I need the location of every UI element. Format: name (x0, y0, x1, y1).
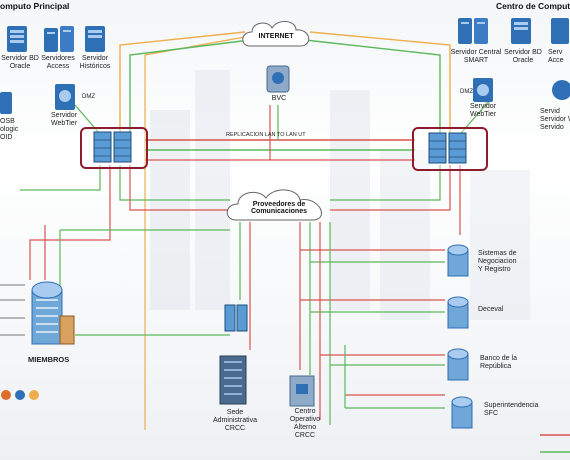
centro-alterno-building[interactable] (286, 370, 320, 415)
replication-label: REPLICACION LAN TO LAN UT (226, 132, 306, 138)
cloud-icon (242, 21, 310, 47)
entity-label: Deceval (478, 306, 504, 313)
bg-building (380, 150, 430, 320)
green-link (119, 165, 230, 201)
server-icon (7, 26, 27, 52)
red-link (330, 165, 451, 211)
orange-link (144, 36, 246, 56)
firewall-left[interactable] (93, 130, 133, 169)
sede-label: Sede Administrativa CRCC (213, 409, 257, 432)
providers-label: Proveedores de Comunicaciones (250, 201, 307, 215)
server-bd-oracle-right[interactable] (508, 16, 534, 51)
entity-sistemas-negociacion[interactable] (444, 240, 474, 283)
server-icon (458, 18, 488, 44)
green-link (129, 39, 251, 150)
server-label: Serv Acce (548, 49, 564, 64)
server-webtier-right-cut[interactable] (550, 76, 570, 109)
firewall-sede[interactable] (224, 303, 248, 338)
entity-deceval[interactable] (444, 292, 474, 335)
building-icon (289, 375, 315, 407)
firewall-icon (93, 131, 132, 163)
server-bd-oracle-left[interactable] (4, 24, 30, 59)
bvc-server[interactable] (264, 64, 294, 99)
red-link (129, 165, 230, 211)
red-link (29, 165, 111, 280)
browser-icons (0, 388, 46, 407)
entity-label: Sistemas de Negociacion Y Registro (478, 250, 517, 273)
server-central-smart[interactable] (456, 16, 492, 51)
providers-cloud (222, 184, 334, 231)
server-icon (266, 65, 290, 93)
server-icon (552, 80, 570, 100)
server-icon (44, 26, 74, 52)
building-icon (447, 244, 469, 277)
server-access-right[interactable] (548, 16, 570, 51)
firewall-icon (224, 304, 248, 332)
browser-icon (1, 390, 39, 400)
webtier-label: Servidor WebTier (469, 103, 497, 118)
centro-alterno-label: Centro Operativo Alterno CRCC (289, 408, 321, 439)
entity-banco-republica[interactable] (444, 344, 474, 387)
osb-label: OSB ologic OID (0, 118, 19, 141)
building-icon (447, 348, 469, 381)
orange-link (309, 31, 451, 150)
server-label: Servidores Access (41, 55, 75, 70)
webtier-label: Servidor WebTier (50, 112, 78, 127)
server-label-right-cut: Servid Servidor W Servido (540, 108, 570, 131)
webtier-left[interactable] (52, 82, 78, 117)
members-label: MIEMBROS (28, 355, 70, 364)
dmz-label: DMZ (82, 94, 95, 100)
server-historicos-left[interactable] (82, 24, 108, 59)
osb-server[interactable] (0, 90, 14, 121)
internet-cloud (238, 14, 318, 59)
entity-superintendencia[interactable] (448, 392, 478, 435)
sede-building[interactable] (216, 350, 252, 411)
firewall-icon (428, 132, 467, 164)
dmz-label: DMZ (460, 89, 473, 95)
server-icon (511, 18, 531, 44)
internet-label: INTERNET (258, 33, 294, 40)
bvc-label: BVC (271, 95, 287, 102)
bg-building (195, 70, 230, 310)
server-label: Servidor Históricos (79, 55, 111, 70)
webtier-right[interactable] (470, 76, 496, 109)
green-link (20, 165, 101, 191)
firewall-right[interactable] (428, 131, 468, 170)
server-label: Servidor BD Oracle (504, 49, 542, 64)
servers-access-left[interactable] (42, 24, 76, 59)
server-icon (551, 18, 569, 44)
server-icon (0, 92, 12, 114)
server-icon (55, 84, 75, 110)
orange-link (119, 31, 246, 150)
server-icon (473, 78, 493, 102)
server-icon (85, 26, 105, 52)
building-icon (447, 296, 469, 329)
server-label: Servidor Central SMART (450, 49, 502, 64)
bg-building (470, 170, 530, 320)
cloud-icon (226, 189, 322, 221)
green-link (304, 39, 441, 150)
entity-label: Superintendencia SFC (484, 402, 539, 417)
green-link (330, 165, 441, 201)
left-center-title: omputo Principal (0, 1, 70, 11)
entity-label: Banco de la República (480, 355, 517, 370)
server-label: Servidor BD Oracle (1, 55, 39, 70)
building-icon (451, 396, 473, 429)
right-center-title: Centro de Comput (496, 1, 570, 11)
building-icon (31, 281, 75, 345)
building-icon (219, 355, 247, 405)
members-building[interactable] (24, 270, 80, 353)
